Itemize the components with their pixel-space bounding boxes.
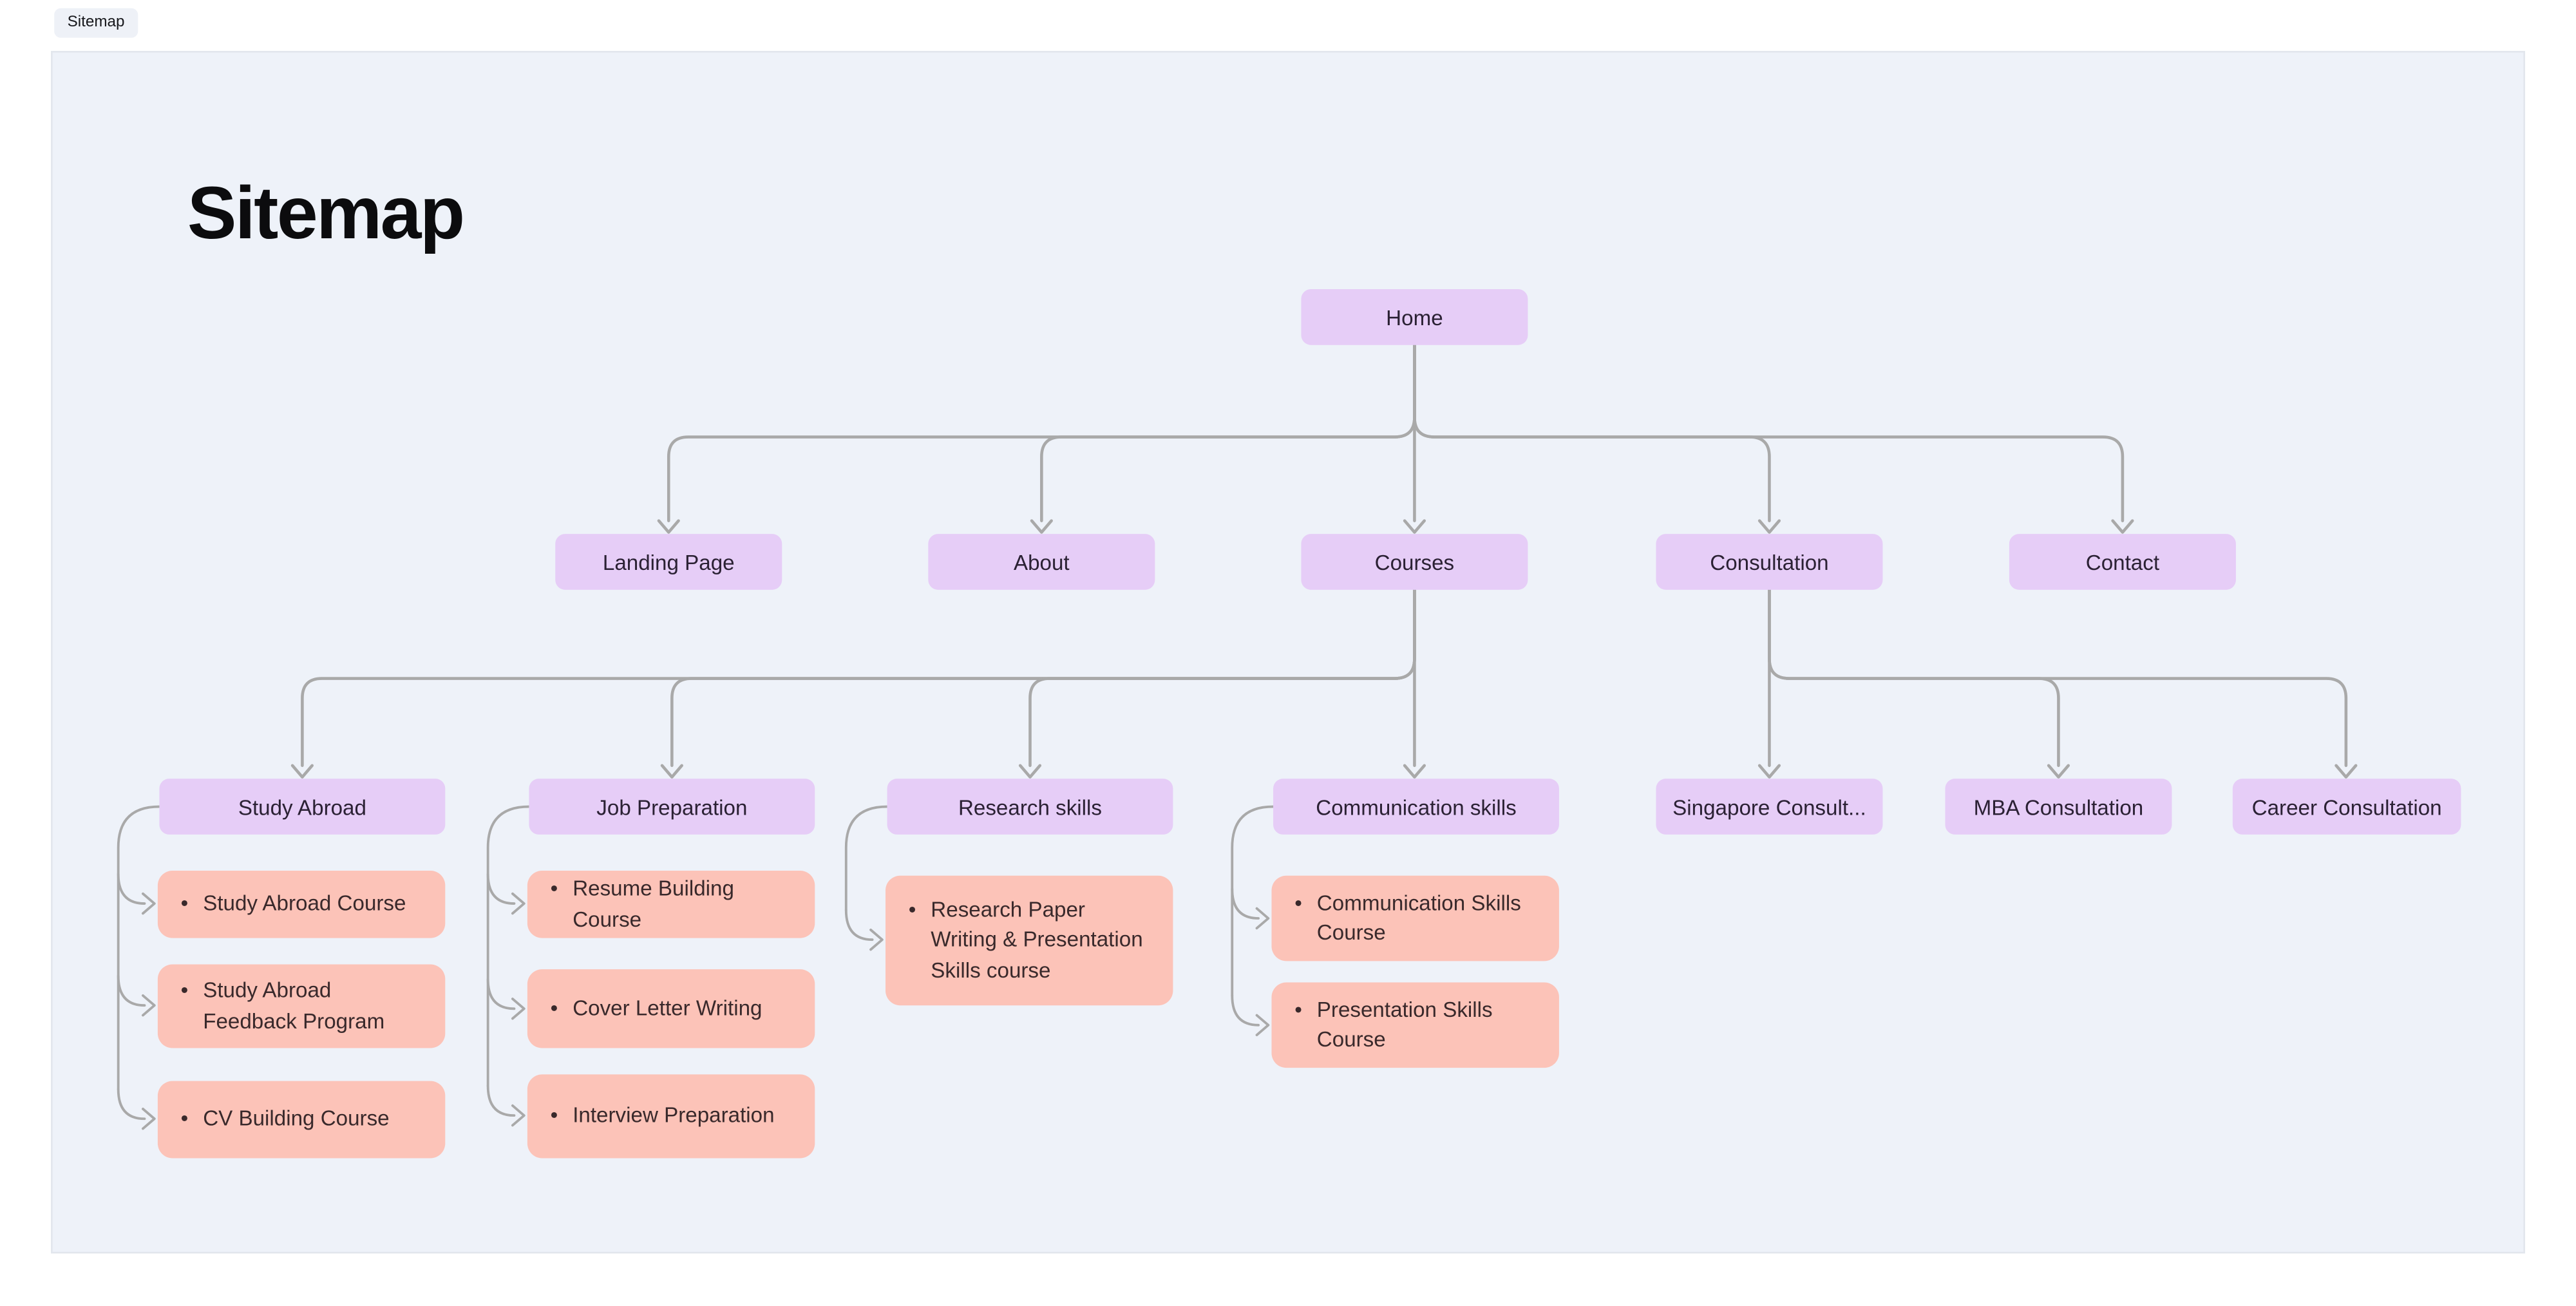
leaf-resume-building-course[interactable]: • Resume Building Course	[527, 871, 815, 938]
leaf-label: Interview Preparation	[573, 1103, 775, 1128]
node-communication-skills[interactable]: Communication skills	[1273, 779, 1559, 835]
bullet-icon: •	[180, 1106, 189, 1131]
leaf-interview-preparation[interactable]: • Interview Preparation	[527, 1074, 815, 1159]
bullet-icon: •	[1294, 889, 1302, 914]
canvas-title[interactable]: Sitemap	[187, 171, 465, 255]
leaf-communication-skills-course[interactable]: • Communication Skills Course	[1271, 875, 1559, 961]
node-about[interactable]: About	[928, 534, 1155, 590]
leaf-cover-letter-writing[interactable]: • Cover Letter Writing	[527, 969, 815, 1048]
bullet-icon: •	[550, 875, 558, 901]
leaf-label: CV Building Course	[203, 1106, 390, 1131]
bullet-icon: •	[1294, 996, 1302, 1021]
bullet-icon: •	[550, 1103, 558, 1128]
node-home[interactable]: Home	[1301, 289, 1528, 345]
leaf-label: Study Abroad Course	[203, 891, 406, 916]
node-job-preparation[interactable]: Job Preparation	[529, 779, 815, 835]
node-study-abroad[interactable]: Study Abroad	[159, 779, 446, 835]
leaf-label: Research Paper Writing & Presentation Sk…	[931, 896, 1143, 982]
node-contact[interactable]: Contact	[2009, 534, 2236, 590]
leaf-study-abroad-feedback-program[interactable]: • Study Abroad Feedback Program	[157, 964, 446, 1048]
bullet-icon: •	[180, 891, 189, 916]
node-courses[interactable]: Courses	[1301, 534, 1528, 590]
leaf-label: Study Abroad Feedback Program	[203, 977, 385, 1033]
leaf-label: Cover Letter Writing	[573, 995, 762, 1020]
node-research-skills[interactable]: Research skills	[887, 779, 1173, 835]
sitemap-file-tab[interactable]: Sitemap	[54, 8, 138, 38]
bullet-icon: •	[908, 896, 916, 922]
leaf-label: Communication Skills Course	[1316, 889, 1521, 945]
node-mba-consultation[interactable]: MBA Consultation	[1945, 779, 2172, 835]
bullet-icon: •	[550, 995, 558, 1020]
node-consultation[interactable]: Consultation	[1656, 534, 1883, 590]
node-singapore-consultation[interactable]: Singapore Consult...	[1656, 779, 1883, 835]
node-career-consultation[interactable]: Career Consultation	[2232, 779, 2461, 835]
node-landing-page[interactable]: Landing Page	[555, 534, 782, 590]
bullet-icon: •	[180, 977, 189, 1003]
leaf-presentation-skills-course[interactable]: • Presentation Skills Course	[1271, 982, 1559, 1068]
leaf-research-paper-writing[interactable]: • Research Paper Writing & Presentation S…	[885, 875, 1173, 1006]
leaf-cv-building-course[interactable]: • CV Building Course	[157, 1081, 446, 1159]
leaf-label: Presentation Skills Course	[1316, 996, 1493, 1052]
leaf-label: Resume Building Course	[573, 875, 734, 931]
leaf-study-abroad-course[interactable]: • Study Abroad Course	[157, 871, 446, 938]
